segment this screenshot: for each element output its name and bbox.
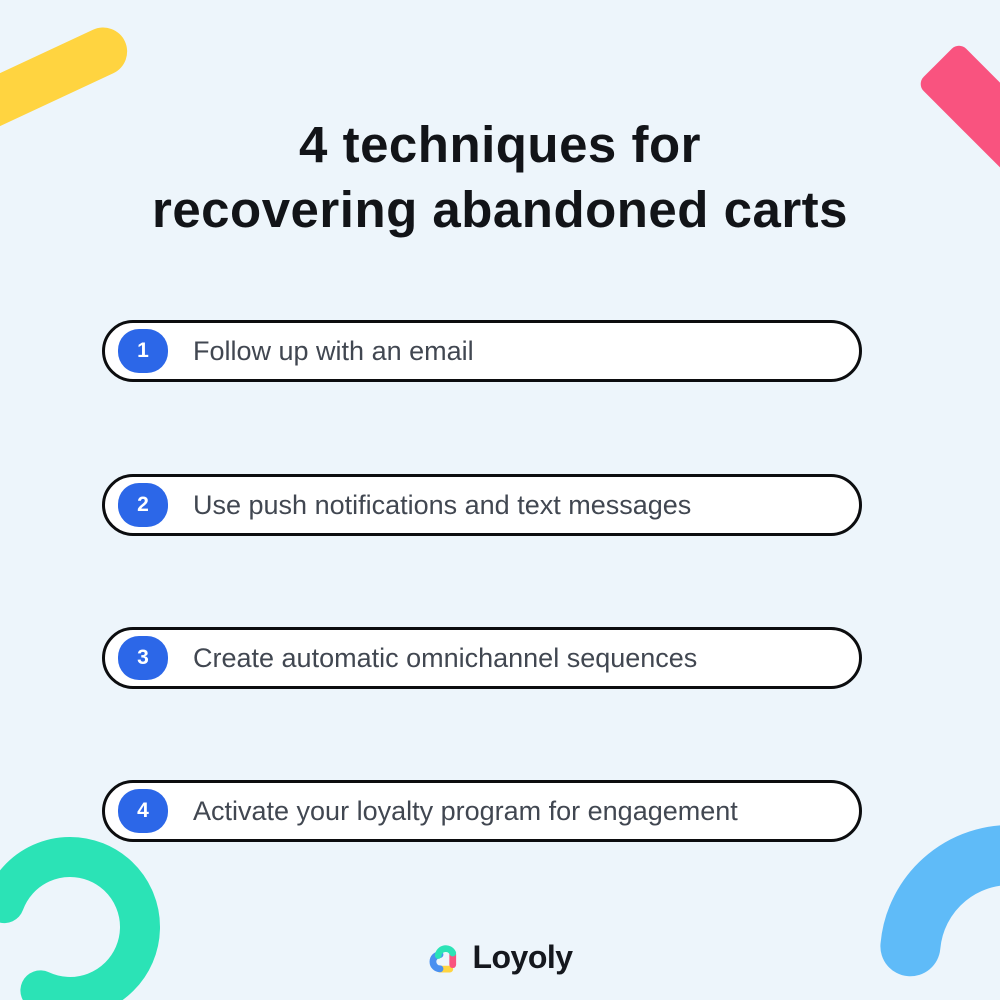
technique-item-1: 1 Follow up with an email	[102, 320, 862, 382]
brand-lockup: Loyoly	[0, 939, 1000, 976]
step-number: 3	[137, 646, 149, 669]
technique-item-2: 2 Use push notifications and text messag…	[102, 474, 862, 536]
technique-label: Create automatic omnichannel sequences	[193, 642, 698, 673]
step-number-badge: 1	[118, 329, 168, 373]
technique-label: Follow up with an email	[193, 335, 474, 366]
technique-label: Use push notifications and text messages	[193, 489, 692, 520]
blue-ring-shape	[880, 825, 1000, 977]
loyoly-heart-icon	[430, 944, 457, 973]
step-number-badge: 3	[118, 636, 168, 680]
technique-label: Activate your loyalty program for engage…	[193, 795, 738, 826]
step-number: 4	[137, 799, 149, 822]
page-title: 4 techniques for recovering abandoned ca…	[0, 112, 1000, 242]
brand-name: Loyoly	[472, 939, 573, 975]
step-number: 1	[137, 339, 149, 362]
page-title-line2: recovering abandoned carts	[151, 181, 849, 238]
step-number-badge: 4	[118, 789, 168, 833]
step-number: 2	[137, 493, 149, 516]
step-number-badge: 2	[118, 483, 168, 527]
technique-item-3: 3 Create automatic omnichannel sequences	[102, 627, 862, 689]
technique-item-4: 4 Activate your loyalty program for enga…	[102, 780, 862, 842]
page-title-line1: 4 techniques for	[299, 116, 701, 173]
